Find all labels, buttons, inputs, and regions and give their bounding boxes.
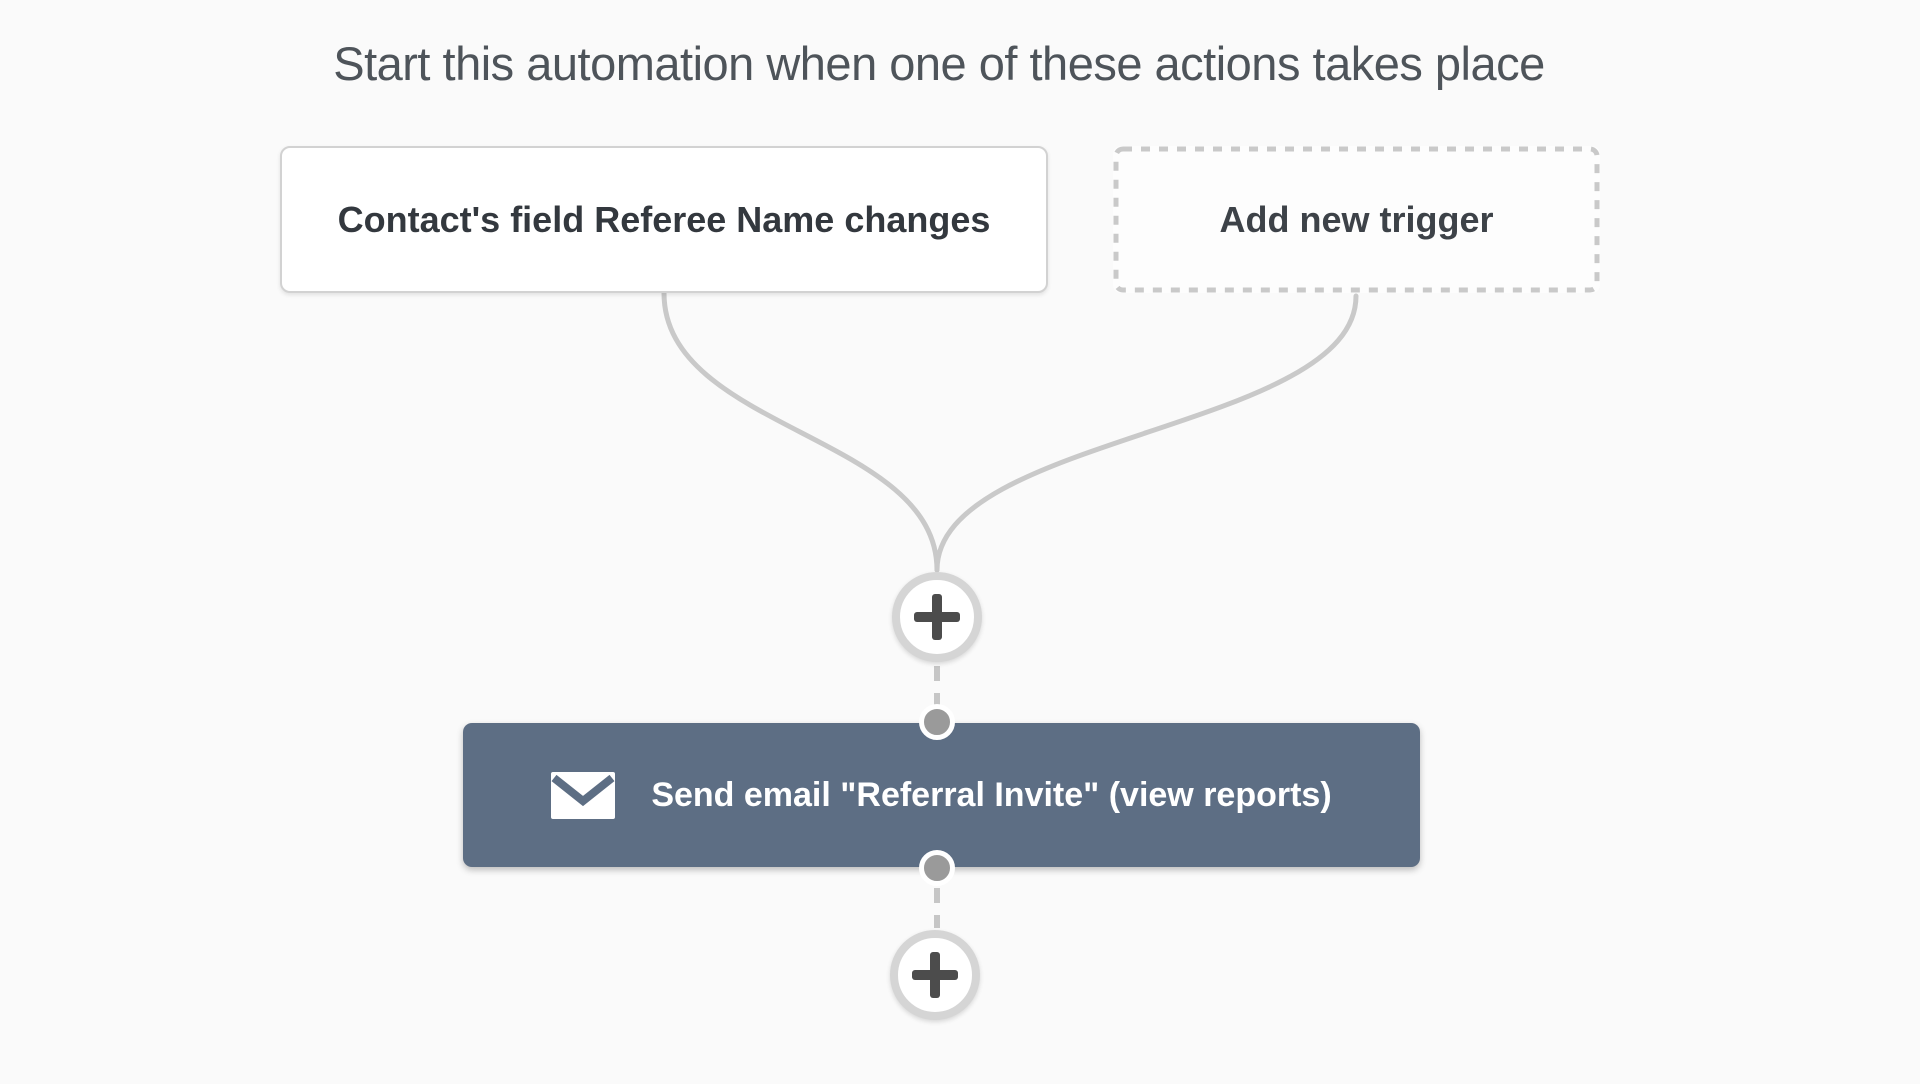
action-card-send-email[interactable]: Send email "Referral Invite" (view repor… — [463, 723, 1420, 867]
add-new-trigger-label: Add new trigger — [1219, 198, 1494, 240]
connector-curve-left — [661, 290, 940, 573]
envelope-icon — [551, 771, 616, 819]
add-action-button-top[interactable] — [892, 572, 982, 662]
connector-dot-bottom — [919, 850, 955, 886]
trigger-card-contact-field-changes[interactable]: Contact's field Referee Name changes — [280, 146, 1048, 293]
connector-curve-right — [934, 293, 1359, 573]
page-title: Start this automation when one of these … — [333, 37, 1545, 90]
trigger-card-label: Contact's field Referee Name changes — [337, 198, 991, 240]
add-new-trigger-button[interactable]: Add new trigger — [1113, 146, 1600, 293]
connector-dot-top — [919, 704, 955, 740]
action-card-label: Send email "Referral Invite" (view repor… — [651, 775, 1332, 814]
dashed-border — [1113, 146, 1600, 293]
add-action-button-bottom[interactable] — [890, 930, 980, 1020]
